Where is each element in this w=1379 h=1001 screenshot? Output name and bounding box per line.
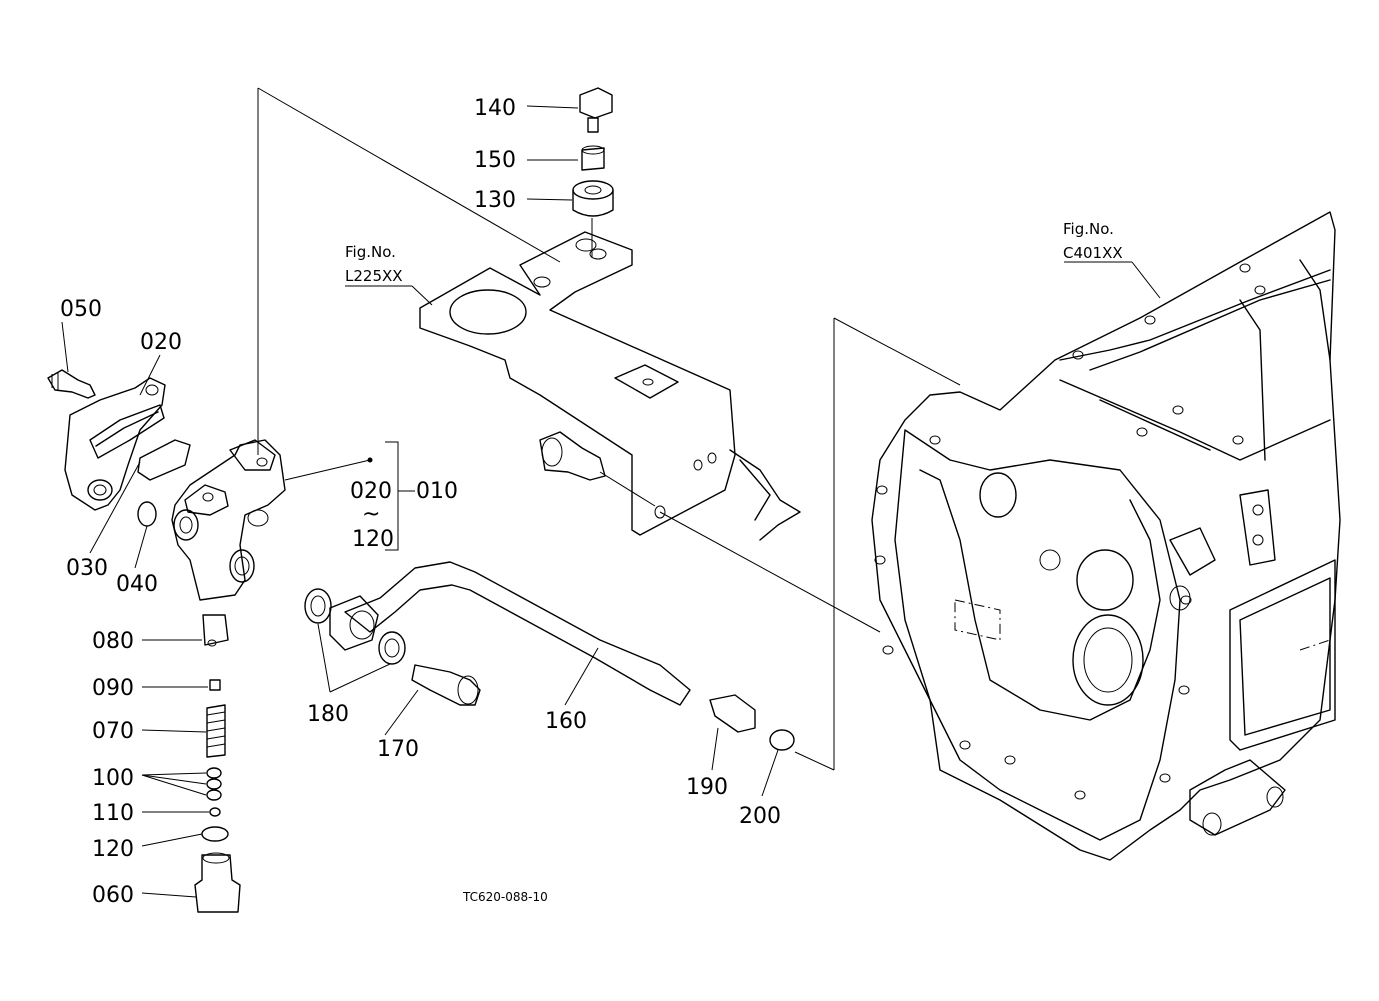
cover-and-seal-illustration [47, 369, 191, 527]
part-label-120: 120 [92, 837, 134, 862]
figure-references: Fig.No. L225XX Fig.No. C401XX [345, 220, 1123, 285]
fig-ref-1-number: L225XX [345, 267, 403, 285]
part-label-160: 160 [545, 709, 587, 734]
assembly-range-end: 120 [352, 527, 394, 552]
reference-lines [257, 87, 961, 771]
part-label-070: 070 [92, 719, 134, 744]
part-label-040: 040 [116, 572, 158, 597]
part-label-030: 030 [66, 556, 108, 581]
fig-ref-2-number: C401XX [1063, 244, 1123, 262]
top-bolt-stack-illustration [572, 87, 614, 217]
part-label-130: 130 [474, 188, 516, 213]
part-label-060: 060 [92, 883, 134, 908]
part-labels: 140 150 130 050 020 030 040 080 090 070 … [60, 96, 781, 908]
part-label-110: 110 [92, 801, 134, 826]
part-label-100: 100 [92, 766, 134, 791]
bracket-part-illustration [419, 231, 801, 541]
assembly-range-start: 020 [350, 479, 392, 504]
part-label-150: 150 [474, 148, 516, 173]
part-label-170: 170 [377, 737, 419, 762]
pipe-assembly-illustration [304, 561, 795, 751]
part-label-020: 020 [140, 330, 182, 355]
part-label-090: 090 [92, 676, 134, 701]
assembly-range-tilde: ~ [362, 502, 380, 527]
plug-stack-illustration [194, 614, 241, 913]
transmission-housing-illustration [871, 211, 1341, 861]
fig-ref-2-prefix: Fig.No. [1063, 220, 1114, 238]
part-label-180: 180 [307, 702, 349, 727]
part-label-050: 050 [60, 297, 102, 322]
part-label-190: 190 [686, 775, 728, 800]
valve-body-illustration [171, 439, 286, 601]
part-label-200: 200 [739, 804, 781, 829]
drawing-code: TC620-088-10 [462, 890, 548, 904]
part-label-080: 080 [92, 629, 134, 654]
part-label-140: 140 [474, 96, 516, 121]
leader-lines [61, 105, 1161, 898]
assembly-number: 010 [416, 479, 458, 504]
fig-ref-1-prefix: Fig.No. [345, 243, 396, 261]
